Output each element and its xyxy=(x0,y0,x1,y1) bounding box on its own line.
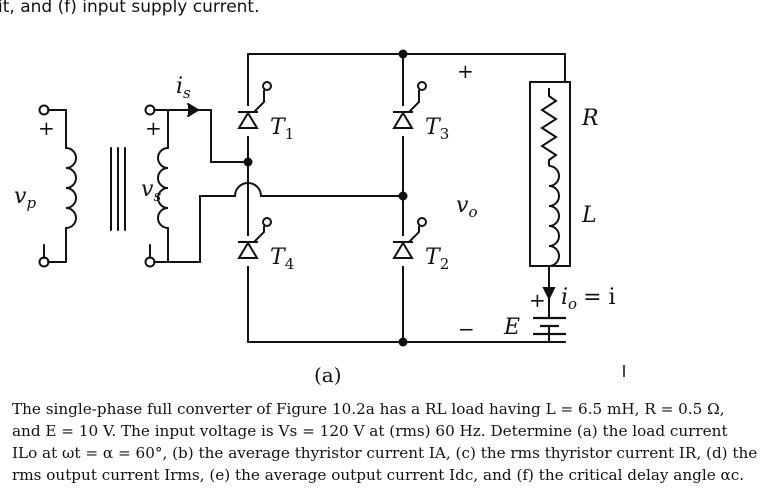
battery-plus: + xyxy=(529,288,546,312)
junction-dots xyxy=(243,49,408,347)
is-arrow xyxy=(171,103,200,117)
secondary-bottom-lead xyxy=(167,182,404,263)
vs-plus: + xyxy=(145,116,162,140)
primary-winding xyxy=(65,147,77,229)
thyristor-t4 xyxy=(236,217,272,266)
thyristor-t3 xyxy=(391,81,427,136)
e-label: E xyxy=(503,315,520,340)
problem-line-2: and E = 10 V. The input voltage is Vs = … xyxy=(12,422,728,440)
vo-minus: − xyxy=(458,317,475,341)
thyristor-t2 xyxy=(391,217,427,266)
io-label: io= i xyxy=(561,285,616,313)
thyristor-t1 xyxy=(236,81,272,136)
figure-caption: (a) xyxy=(314,363,342,387)
r-label: R xyxy=(581,106,599,131)
transformer-core xyxy=(110,147,126,231)
io-arrow xyxy=(542,287,556,301)
vs-label: vs xyxy=(141,177,161,205)
vp-label: vp xyxy=(14,184,36,212)
secondary-winding xyxy=(157,147,169,229)
secondary-terminals xyxy=(144,104,212,268)
l-label: L xyxy=(581,203,597,228)
t1-label: T1 xyxy=(270,115,294,143)
is-label: is xyxy=(176,74,191,102)
header-fragment: it, and (f) input supply current. xyxy=(0,0,260,17)
t2-label: T2 xyxy=(425,245,449,273)
inductor xyxy=(540,165,566,267)
t4-label: T4 xyxy=(270,245,294,273)
problem-line-3: ILo at ωt = α = 60°, (b) the average thy… xyxy=(12,444,758,462)
vo-plus: + xyxy=(457,59,474,83)
problem-line-1: The single-phase full converter of Figur… xyxy=(12,400,725,418)
vo-label: vo xyxy=(456,193,477,221)
primary-terminals xyxy=(38,104,67,268)
problem-line-4: rms output current Irms, (e) the average… xyxy=(12,466,745,484)
secondary-top-lead xyxy=(210,109,249,163)
resistor xyxy=(540,88,558,166)
vp-plus: + xyxy=(38,116,55,140)
problem-statement: The single-phase full converter of Figur… xyxy=(12,398,760,486)
t3-label: T3 xyxy=(425,115,449,143)
battery-e xyxy=(533,314,566,336)
